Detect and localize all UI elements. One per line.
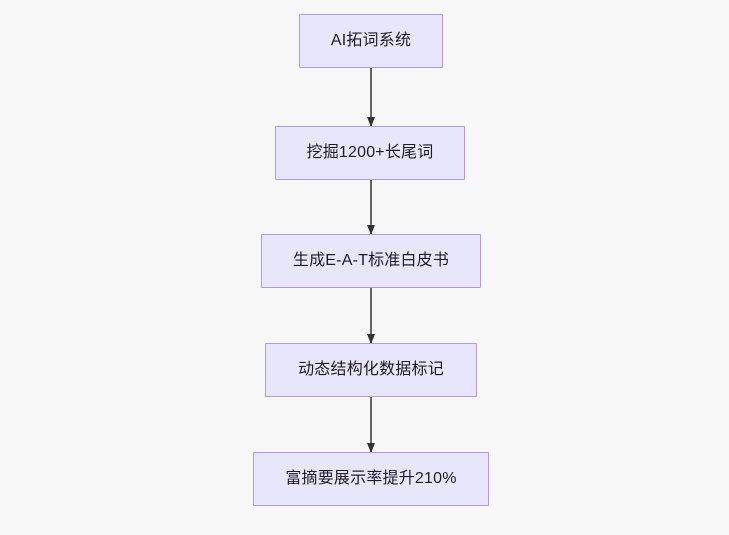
node-label: AI拓词系统	[330, 32, 412, 49]
flowchart-node-dynamic-structured-data-markup[interactable]: 动态结构化数据标记	[265, 343, 477, 397]
node-label: 动态结构化数据标记	[298, 361, 444, 378]
node-label: 挖掘1200+长尾词	[306, 144, 434, 161]
flowchart-node-ai-keyword-system[interactable]: AI拓词系统	[299, 14, 443, 68]
node-label: 生成E-A-T标准白皮书	[292, 252, 450, 269]
flowchart-node-mine-longtail-keywords[interactable]: 挖掘1200+长尾词	[275, 126, 465, 180]
flowchart-node-generate-eat-whitepaper[interactable]: 生成E-A-T标准白皮书	[261, 234, 481, 288]
node-label: 富摘要展示率提升210%	[285, 470, 457, 487]
flowchart-node-rich-snippet-impression-lift[interactable]: 富摘要展示率提升210%	[253, 452, 489, 506]
